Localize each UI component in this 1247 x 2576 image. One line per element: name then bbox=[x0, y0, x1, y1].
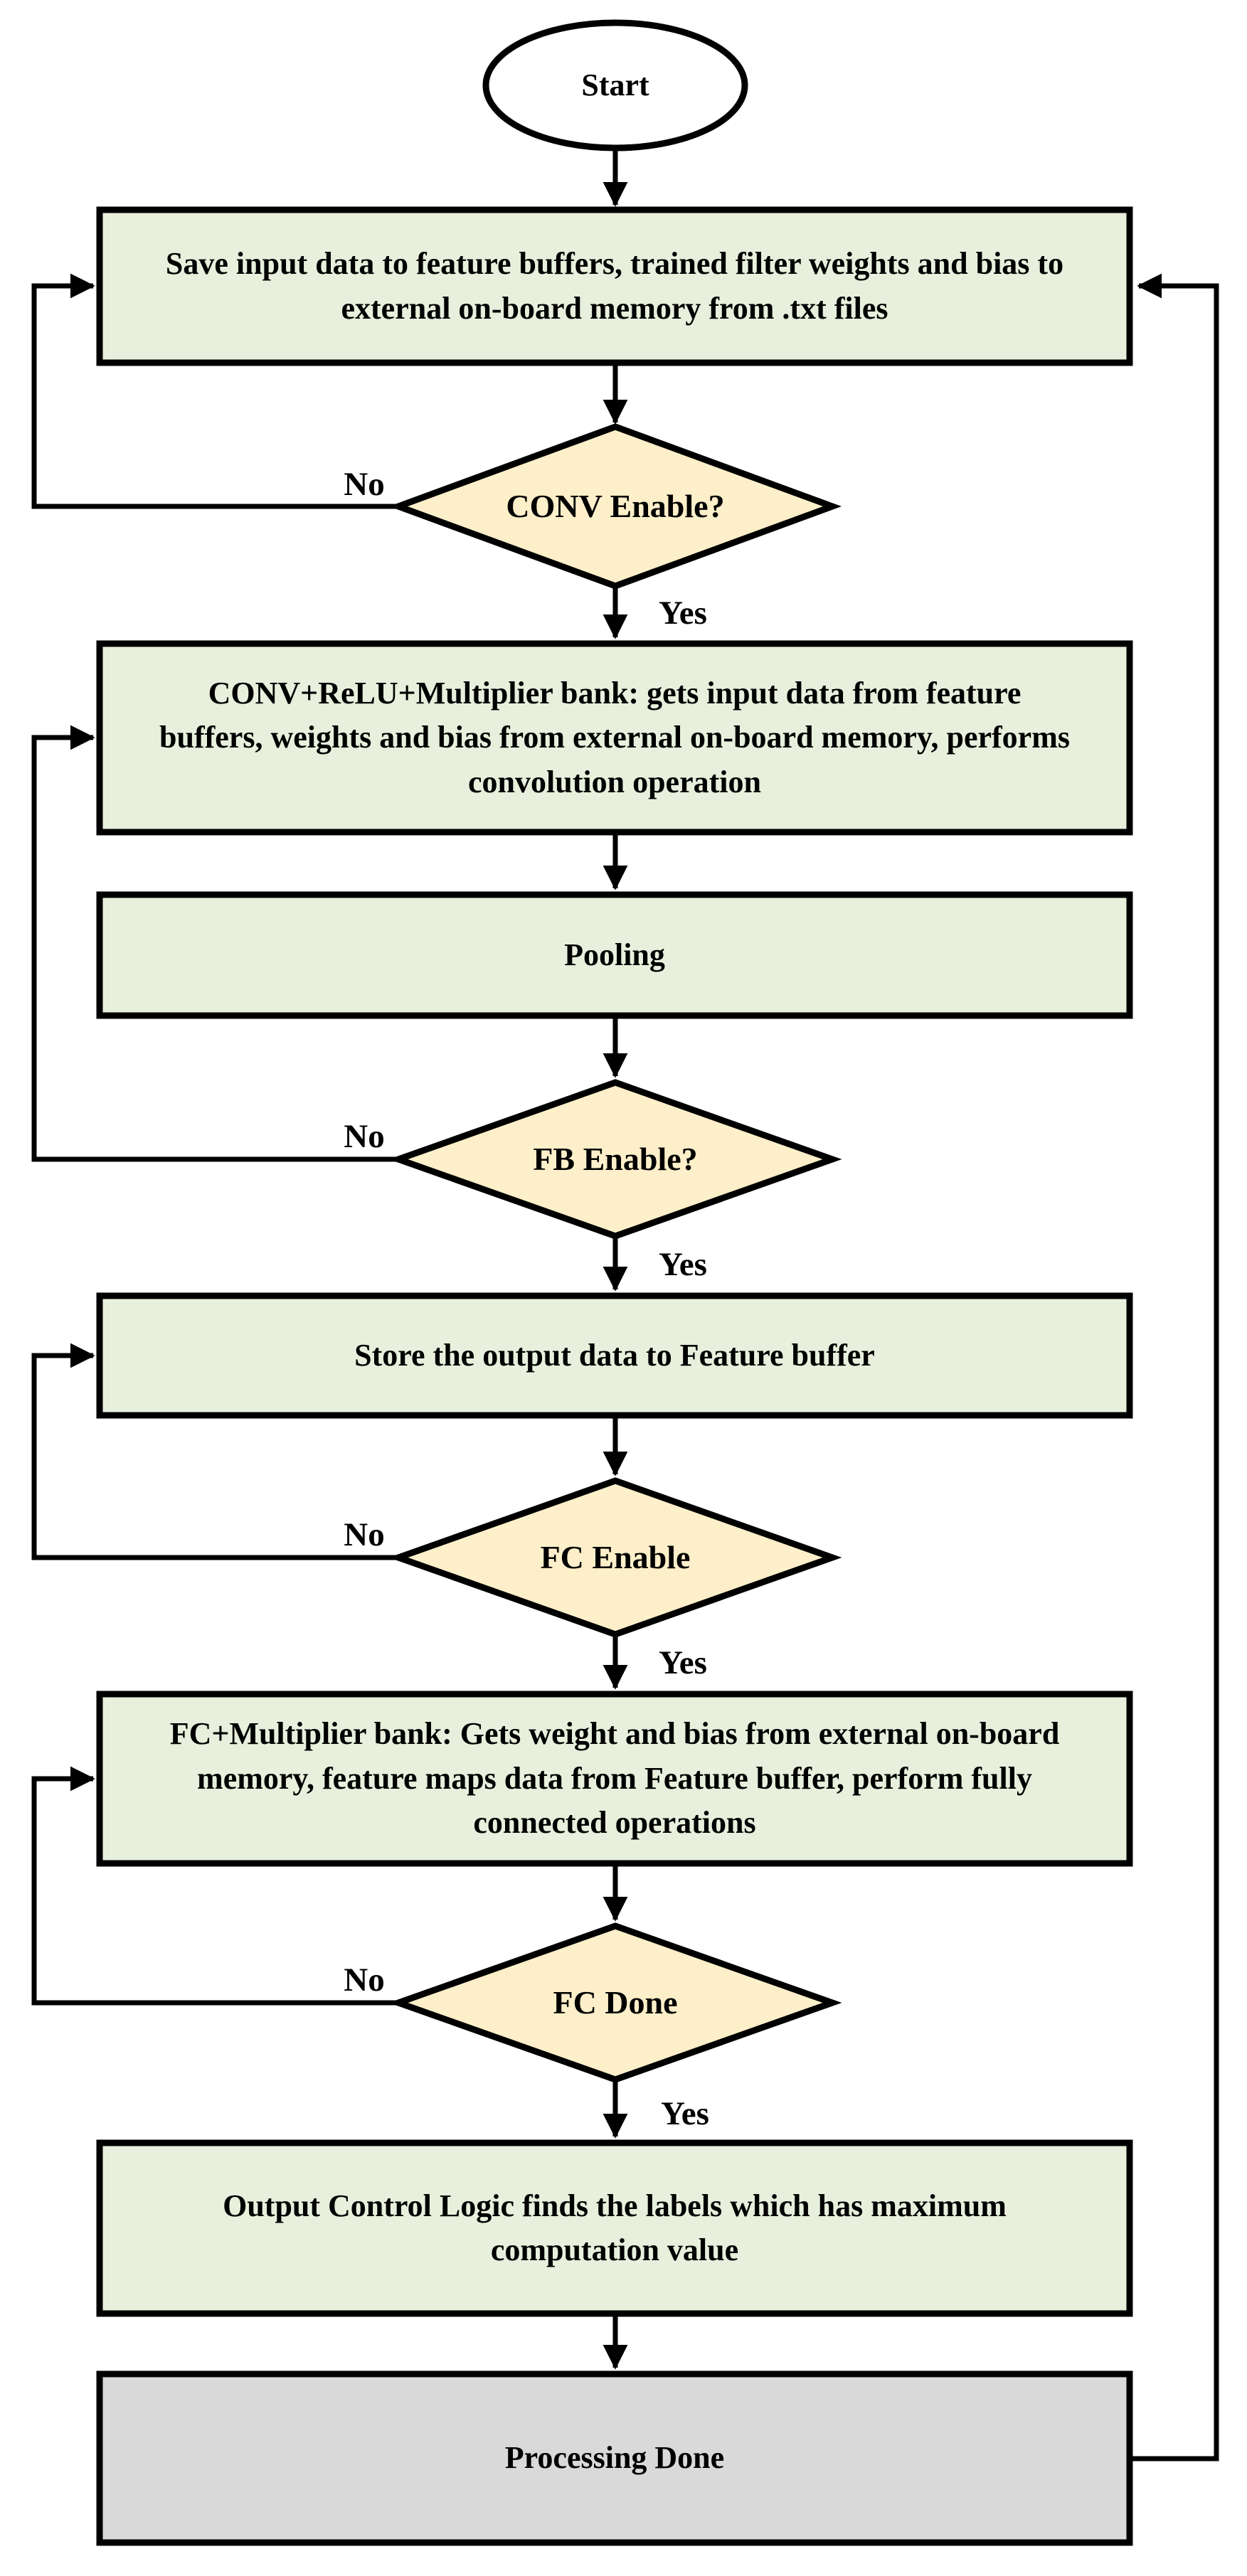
fc-multiplier-process-shape bbox=[96, 1691, 1133, 1867]
edge-fc-done-no-loop bbox=[31, 1766, 398, 2006]
store-output-process-shape bbox=[96, 1292, 1133, 1419]
fb-enable-decision-shape bbox=[388, 1079, 842, 1240]
fc-done-decision-shape bbox=[388, 1922, 842, 2083]
save-input-process-shape bbox=[96, 206, 1133, 366]
conv-enable-decision-shape bbox=[388, 423, 842, 590]
edge-fc-enable-no-loop bbox=[31, 1343, 398, 1560]
conv-relu-process-shape bbox=[96, 640, 1133, 836]
edge-processing-feedback-loop bbox=[1130, 273, 1219, 2461]
edge-conv-enable-no-loop bbox=[31, 273, 398, 509]
output-control-process-shape bbox=[96, 2139, 1133, 2317]
pooling-process-shape bbox=[96, 891, 1133, 1019]
start-terminator-shape bbox=[482, 19, 748, 151]
fc-enable-decision-shape bbox=[388, 1477, 842, 1638]
edge-fb-enable-no-loop bbox=[31, 725, 398, 1162]
processing-done-shape bbox=[96, 2370, 1133, 2546]
